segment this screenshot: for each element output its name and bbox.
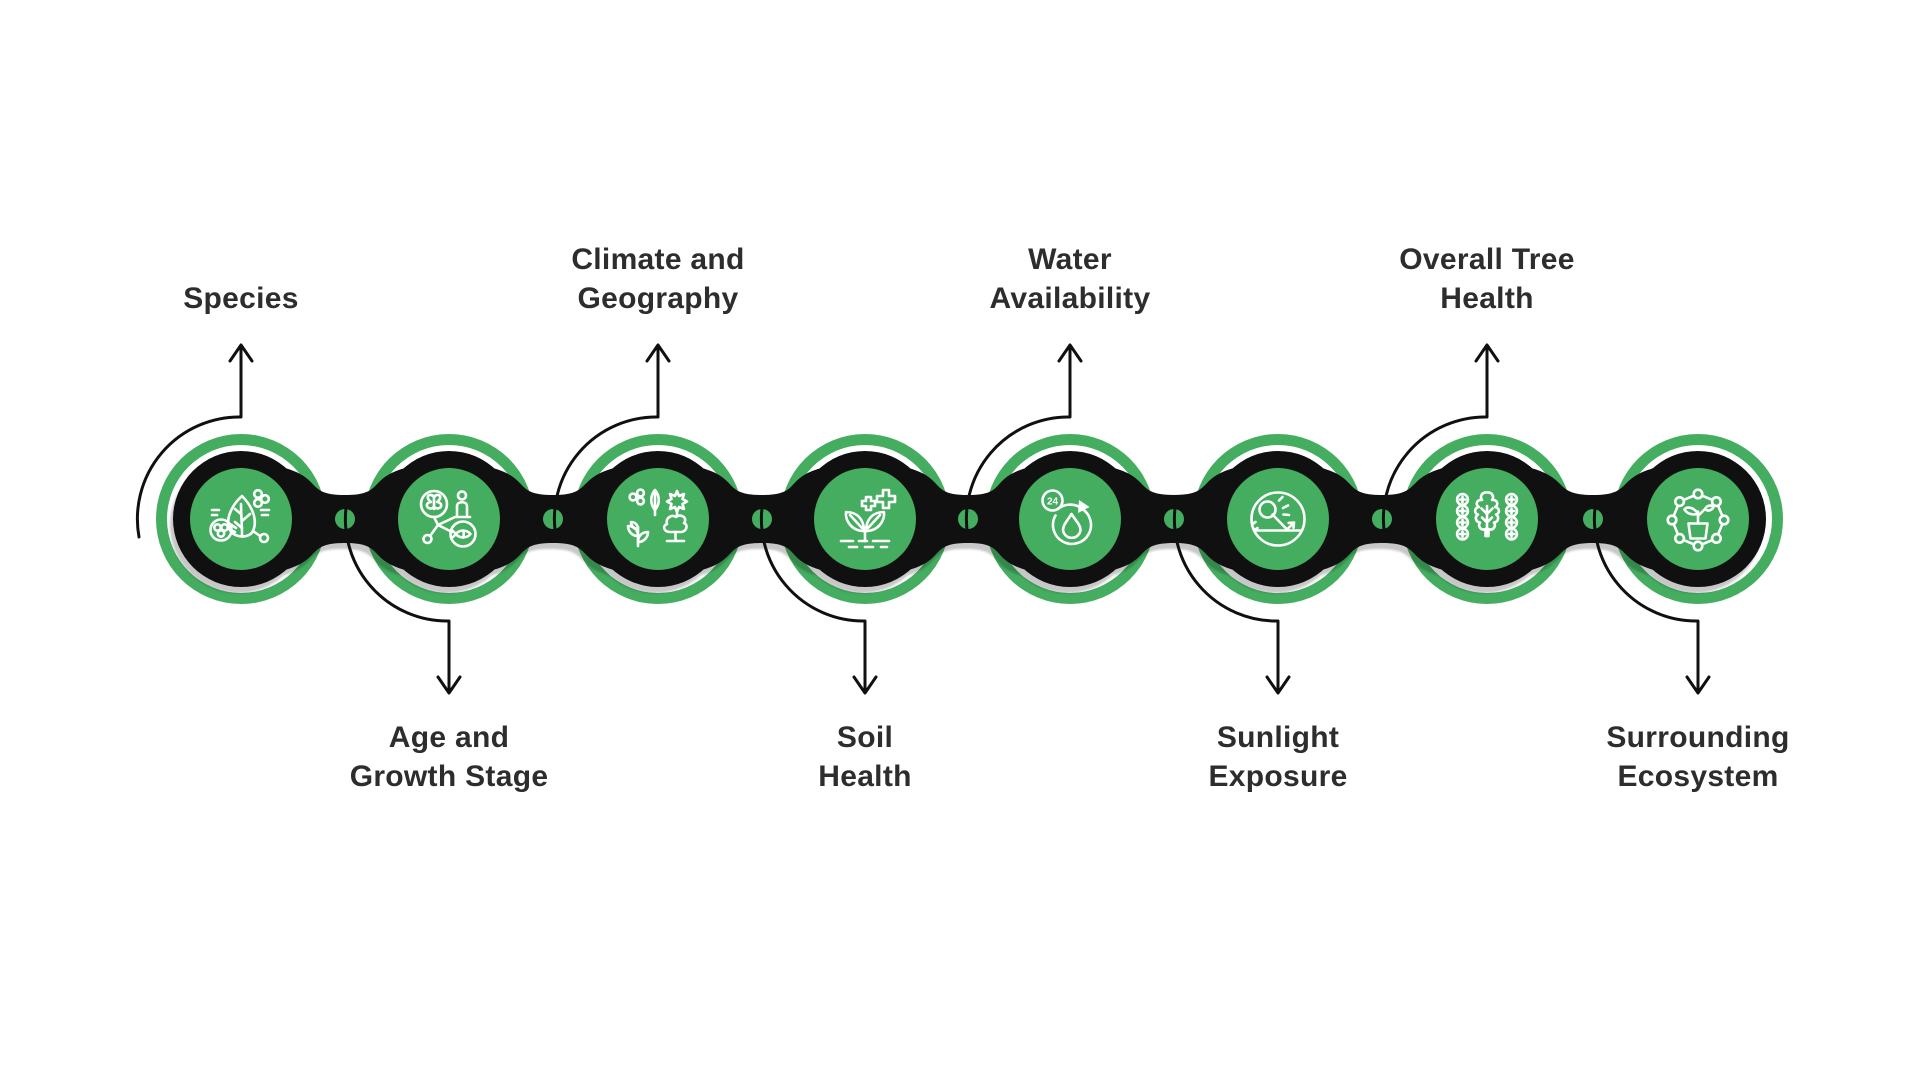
arrow-species — [135, 343, 254, 539]
node-inner-disc — [1019, 468, 1121, 570]
species-leaf-icon — [209, 488, 271, 544]
arrow-soil-health — [759, 499, 878, 695]
tree-health-icon — [1455, 491, 1519, 541]
node-icons: 24 — [209, 488, 1730, 552]
arrow-sunlight-exposure — [1172, 499, 1291, 695]
chain-dot — [958, 509, 978, 529]
label-soil-health: Soil Health — [695, 718, 1035, 802]
arrow-water-availability — [964, 343, 1083, 539]
growth-stage-icon — [419, 489, 477, 548]
label-line: Water — [1028, 243, 1112, 276]
label-overall-tree-health: Overall Tree Health — [1317, 234, 1657, 318]
label-surrounding-ecosystem: Surrounding Ecosystem — [1528, 718, 1868, 802]
label-climate-geography: Climate and Geography — [488, 234, 828, 318]
label-line: Availability — [989, 282, 1151, 315]
label-line: Age and — [388, 721, 510, 754]
label-line: Soil — [836, 721, 894, 754]
water-cycle-icon: 24 — [1041, 489, 1093, 546]
label-line: Overall Tree — [1399, 243, 1575, 276]
arrow-climate-geography — [552, 343, 671, 539]
label-age-growth-stage: Age and Growth Stage — [279, 718, 619, 802]
label-line: Climate and — [571, 243, 745, 276]
node-inner-disc — [814, 468, 916, 570]
sunlight-reflection-icon — [1250, 491, 1306, 547]
badge-24: 24 — [1047, 497, 1059, 508]
plant-variety-icon — [626, 488, 689, 548]
ecosystem-network-icon — [1666, 488, 1730, 552]
label-line: Exposure — [1208, 760, 1348, 793]
annotation-arrows — [135, 343, 1711, 695]
label-line: Growth Stage — [349, 760, 549, 793]
label-sunlight-exposure: Sunlight Exposure — [1108, 718, 1448, 802]
label-water-availability: Water Availability — [900, 234, 1240, 318]
inner-green-discs — [190, 468, 1749, 570]
arrow-age-growth-stage — [343, 499, 462, 695]
label-line: Surrounding — [1606, 721, 1790, 754]
label-line: Health — [818, 760, 912, 793]
label-line: Health — [1440, 282, 1534, 315]
arrow-overall-tree-health — [1381, 343, 1500, 539]
label-line: Sunlight — [1216, 721, 1340, 754]
node-inner-disc — [607, 468, 709, 570]
label-species: Species — [71, 234, 411, 318]
seedling-soil-icon — [839, 488, 897, 549]
arrow-surrounding-ecosystem — [1592, 499, 1711, 695]
label-line: Geography — [577, 282, 739, 315]
label-line: Species — [183, 282, 299, 315]
label-line: Ecosystem — [1617, 760, 1779, 793]
